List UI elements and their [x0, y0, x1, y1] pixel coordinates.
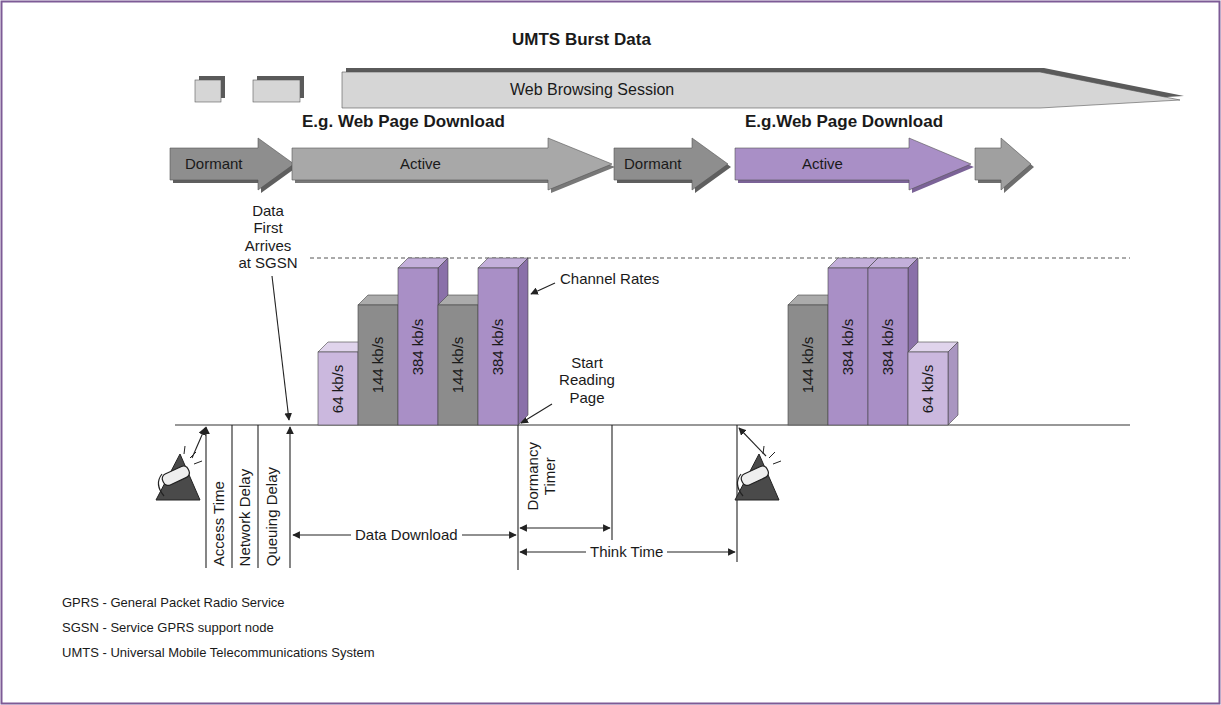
handset-icon: [156, 446, 202, 500]
dormant-arrow: Dormant: [614, 138, 728, 190]
rate-label: 144 kb/s: [449, 337, 466, 394]
arrow-label: Web Browsing Session: [510, 81, 674, 99]
bar-front-face: [868, 268, 908, 425]
rate-bar: 144 kb/s: [438, 305, 478, 425]
rate-bar: 384 kb/s: [398, 268, 438, 425]
timing-label: Access Time: [210, 481, 227, 566]
bar-side-face: [948, 342, 958, 425]
timing-tick: [611, 425, 612, 540]
rate-label: 144 kb/s: [369, 337, 386, 394]
arrow-body: [735, 138, 971, 190]
leader-line: [739, 428, 766, 456]
rate-bar: 64 kb/s: [908, 352, 948, 425]
span-arrow: [520, 527, 610, 528]
bar-front-face: [908, 352, 948, 425]
arrow-body: [170, 138, 294, 190]
bar-front-face: [788, 305, 828, 425]
arrow-label: Active: [400, 155, 441, 172]
rate-label: 64 kb/s: [329, 364, 346, 412]
handset-icon: [735, 446, 781, 500]
rate-bar: 384 kb/s: [828, 268, 868, 425]
abbreviation-note: SGSN - Service GPRS support node: [62, 621, 274, 636]
bar-front-face: [478, 268, 518, 425]
abbreviation-note: GPRS - General Packet Radio Service: [62, 596, 285, 611]
span-label: Data Download: [351, 526, 462, 543]
session-arrow: Web Browsing Session: [342, 66, 1180, 108]
arrow-label: Dormant: [624, 155, 682, 172]
abbreviation-note: UMTS - Universal Mobile Telecommunicatio…: [62, 646, 375, 661]
rate-bar: 384 kb/s: [478, 268, 518, 425]
bar-front-face: [318, 352, 358, 425]
active-arrow: E.g. Web Page DownloadActive: [292, 138, 612, 190]
active-arrow-shape: [735, 138, 971, 190]
timing-label: Network Delay: [236, 469, 253, 567]
bar-front-face: [828, 268, 868, 425]
leader-line: [531, 283, 555, 294]
session-arrow-shape: [342, 66, 1180, 108]
rate-label: 384 kb/s: [839, 318, 856, 375]
span-label: Think Time: [586, 543, 667, 560]
timing-tick: [517, 425, 518, 570]
callout-label: Channel Rates: [560, 270, 659, 287]
phase-arrow: [975, 138, 1031, 190]
arrow-label: Active: [802, 155, 843, 172]
arrow-label: Dormant: [185, 155, 243, 172]
bar-front-face: [358, 305, 398, 425]
timing-tick: [231, 425, 232, 568]
leader-line: [192, 428, 205, 458]
rate-label: 384 kb/s: [489, 318, 506, 375]
active-arrow-shape: [292, 138, 612, 190]
timing-tick: [257, 425, 258, 568]
rate-bar: 144 kb/s: [788, 305, 828, 425]
callout-label: Start Reading Page: [557, 354, 617, 406]
timing-tick: [205, 427, 206, 568]
callout-label: Data First Arrives at SGSN: [237, 202, 299, 271]
leader-line: [272, 276, 289, 420]
rate-label: 384 kb/s: [409, 318, 426, 375]
timing-tick: [736, 425, 737, 562]
timing-label: Dormancy Timer: [524, 438, 559, 514]
diagram-title: UMTS Burst Data: [512, 30, 651, 50]
active-arrow: E.g.Web Page DownloadActive: [735, 138, 971, 190]
timing-label: Queuing Delay: [263, 467, 280, 566]
arrow-body: [614, 138, 728, 190]
arrow-body: [342, 72, 1180, 108]
rate-label: 64 kb/s: [919, 364, 936, 412]
rate-label: 384 kb/s: [879, 318, 896, 375]
rate-label: 144 kb/s: [799, 337, 816, 394]
bar-front-face: [398, 268, 438, 425]
dormant-arrow: Dormant: [170, 138, 294, 190]
timing-tick: [289, 427, 290, 568]
rate-bar: 64 kb/s: [318, 352, 358, 425]
burst-square: [253, 80, 300, 102]
rate-bar: 144 kb/s: [358, 305, 398, 425]
arrow-body: [292, 138, 612, 190]
rate-bar: 384 kb/s: [868, 268, 908, 425]
bar-front-face: [438, 305, 478, 425]
phase-heading: E.g.Web Page Download: [745, 112, 943, 132]
burst-square: [195, 80, 221, 102]
phase-heading: E.g. Web Page Download: [302, 112, 505, 132]
bar-side-face: [518, 258, 528, 425]
